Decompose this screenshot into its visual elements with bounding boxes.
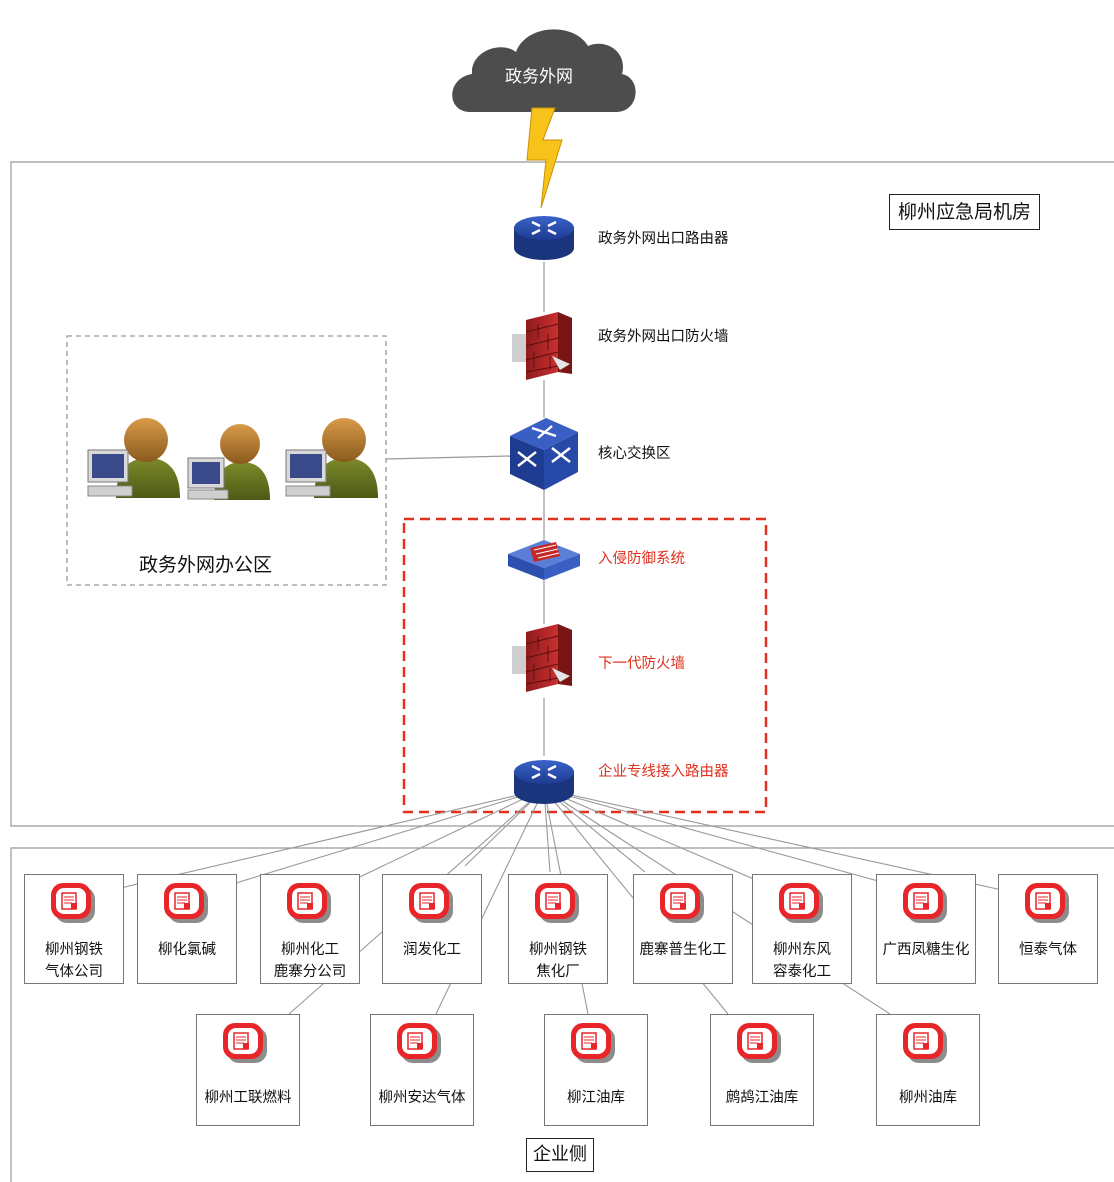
- enterprise-gateway-icon: [903, 883, 948, 924]
- enterprise-gateway-icon: [535, 883, 580, 924]
- exit-router-label: 政务外网出口路由器: [598, 231, 729, 247]
- enterprise-node: 柳州化工鹿寨分公司: [260, 874, 360, 984]
- enterprise-name: 柳州工联燃料: [204, 1090, 292, 1106]
- enterprise-gateway-icon: [1025, 883, 1070, 924]
- router-icon: [514, 760, 574, 804]
- enterprise-gateway-icon: [397, 1023, 442, 1064]
- link-office-switch: [385, 455, 511, 460]
- enterprise-node: 柳州东风容泰化工: [752, 874, 852, 984]
- enterprise-node: 柳江油库: [544, 1014, 648, 1126]
- enterprise-name: 润发化工: [403, 942, 461, 958]
- enterprise-name: 柳州油库: [899, 1090, 957, 1106]
- enterprise-node: 柳州油库: [876, 1014, 980, 1126]
- enterprise-gateway-icon: [779, 883, 824, 924]
- exit-firewall-label: 政务外网出口防火墙: [598, 329, 729, 345]
- firewall-icon: [512, 312, 572, 380]
- enterprise-gateway-icon: [287, 883, 332, 924]
- user-workstation-icon: [285, 418, 378, 498]
- enterprise-name: 柳州化工鹿寨分公司: [273, 942, 347, 980]
- security-zone-border: [402, 517, 768, 814]
- datacenter-zone-border: [10, 161, 1114, 827]
- enterprise-node: 润发化工: [382, 874, 482, 984]
- enterprise-node: 恒泰气体: [998, 874, 1098, 984]
- enterprise-name: 鹿寨普生化工: [639, 942, 727, 958]
- enterprise-gateway-icon: [737, 1023, 782, 1064]
- core-switch-icon: [510, 418, 578, 490]
- firewall-icon: [512, 624, 572, 692]
- enterprise-node: 柳州工联燃料: [196, 1014, 300, 1126]
- office-zone-border: [66, 335, 387, 586]
- enterprise-gateway-icon: [660, 883, 705, 924]
- enterprise-node: 鹧鸪江油库: [710, 1014, 814, 1126]
- cloud-label: 政务外网: [505, 67, 573, 87]
- enterprise-gateway-icon: [903, 1023, 948, 1064]
- ips-label: 入侵防御系统: [598, 551, 685, 567]
- enterprise-name: 柳州安达气体: [378, 1090, 466, 1106]
- enterprise-gateway-icon: [223, 1023, 268, 1064]
- enterprise-name: 恒泰气体: [1019, 942, 1077, 958]
- access-router-label: 企业专线接入路由器: [598, 764, 729, 780]
- enterprise-name: 鹧鸪江油库: [725, 1090, 799, 1106]
- enterprise-gateway-icon: [571, 1023, 616, 1064]
- enterprise-gateway-icon: [409, 883, 454, 924]
- enterprise-zone-border: [10, 847, 1114, 1182]
- enterprise-name: 柳州钢铁焦化厂: [529, 942, 587, 980]
- office-zone-label: 政务外网办公区: [139, 554, 273, 576]
- enterprise-gateway-icon: [164, 883, 209, 924]
- enterprise-node: 柳州钢铁焦化厂: [508, 874, 608, 984]
- enterprise-name: 柳州东风容泰化工: [773, 942, 831, 980]
- cloud-icon: [452, 29, 636, 113]
- ngfw-label: 下一代防火墙: [598, 656, 685, 672]
- enterprise-name: 柳江油库: [567, 1090, 625, 1106]
- enterprise-name: 广西凤糖生化: [882, 942, 970, 958]
- router-icon: [514, 216, 574, 260]
- enterprise-gateway-icon: [51, 883, 96, 924]
- enterprise-node: 广西凤糖生化: [876, 874, 976, 984]
- enterprise-zone-label: 企业侧: [526, 1138, 594, 1172]
- enterprise-node: 柳州钢铁气体公司: [24, 874, 124, 984]
- lightning-link-icon: [526, 107, 563, 209]
- user-workstation-icon: [187, 424, 270, 500]
- user-workstation-icon: [87, 418, 180, 498]
- core-switch-label: 核心交换区: [598, 446, 671, 462]
- enterprise-name: 柳化氯碱: [158, 942, 216, 958]
- enterprise-node: 鹿寨普生化工: [633, 874, 733, 984]
- enterprise-node: 柳州安达气体: [370, 1014, 474, 1126]
- enterprise-node: 柳化氯碱: [137, 874, 237, 984]
- datacenter-zone-label: 柳州应急局机房: [889, 194, 1041, 230]
- enterprise-name: 柳州钢铁气体公司: [45, 942, 103, 980]
- ips-icon: [508, 540, 580, 580]
